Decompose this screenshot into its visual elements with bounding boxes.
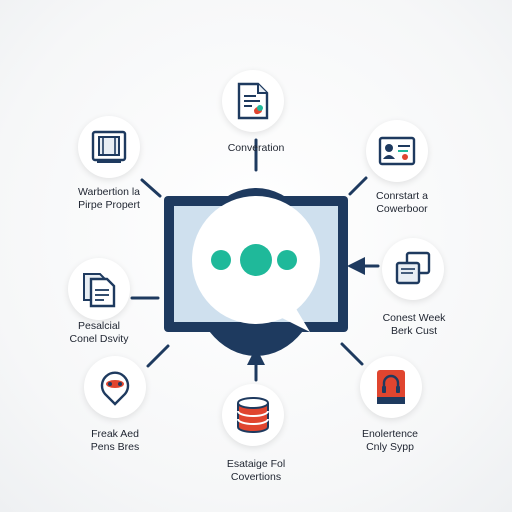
node-top-left-label: Warbertion la Pirpe Propert (56, 186, 162, 212)
arrow-bottom-left (146, 344, 170, 368)
node-bottom-left-label: Freak Aed Pens Bres (64, 428, 166, 454)
label-line: Cnly Sypp (366, 441, 414, 453)
copy-windows-icon (395, 251, 431, 285)
book-headphones-icon (377, 370, 405, 404)
label-line: Esataige Fol (226, 458, 286, 470)
chat-bubble-icon (192, 196, 320, 332)
node-bottom-left[interactable] (84, 356, 146, 418)
label-line: Warbertion la (77, 186, 141, 198)
arrow-top-right (348, 176, 368, 196)
document-icon (237, 82, 269, 120)
arrow-top-left (140, 178, 162, 198)
label-line: Conest Week (382, 312, 446, 324)
node-bottom-right-label: Enolertence Cnly Sypp (338, 428, 442, 454)
label-line: Pesalcial (77, 320, 121, 332)
files-icon (83, 273, 116, 308)
arrow-bottom-right (340, 342, 364, 366)
chat-face-icon (100, 371, 130, 406)
node-top-label: Converation (206, 142, 306, 155)
node-top-left[interactable] (78, 116, 140, 178)
label-line: Converation (227, 142, 285, 154)
database-icon (237, 397, 269, 433)
label-line: Cowerboor (376, 203, 428, 215)
frame-icon (91, 130, 127, 163)
id-card-icon (378, 136, 416, 166)
label-line: Pens Bres (90, 441, 140, 453)
node-left-label: Pesalcial Conel Dsvity (48, 320, 150, 346)
node-bottom[interactable] (222, 384, 284, 446)
node-bottom-label: Esataige Fol Covertions (202, 458, 310, 484)
label-line: Freak Aed (91, 428, 139, 440)
node-top[interactable] (222, 70, 284, 132)
node-left[interactable] (68, 258, 130, 320)
label-line: Conel Dsvity (69, 333, 129, 345)
label-line: Berk Cust (390, 325, 438, 337)
node-top-right[interactable] (366, 120, 428, 182)
label-line: Covertions (230, 471, 282, 483)
node-right-label: Conest Week Berk Cust (362, 312, 466, 338)
center-monitor (164, 188, 348, 356)
label-line: Conrstart a (376, 190, 428, 202)
node-top-right-label: Conrstart a Cowerboor (350, 190, 454, 216)
label-line: Enolertence (361, 428, 419, 440)
node-bottom-right[interactable] (360, 356, 422, 418)
label-line: Pirpe Propert (78, 199, 140, 211)
node-right[interactable] (382, 238, 444, 300)
